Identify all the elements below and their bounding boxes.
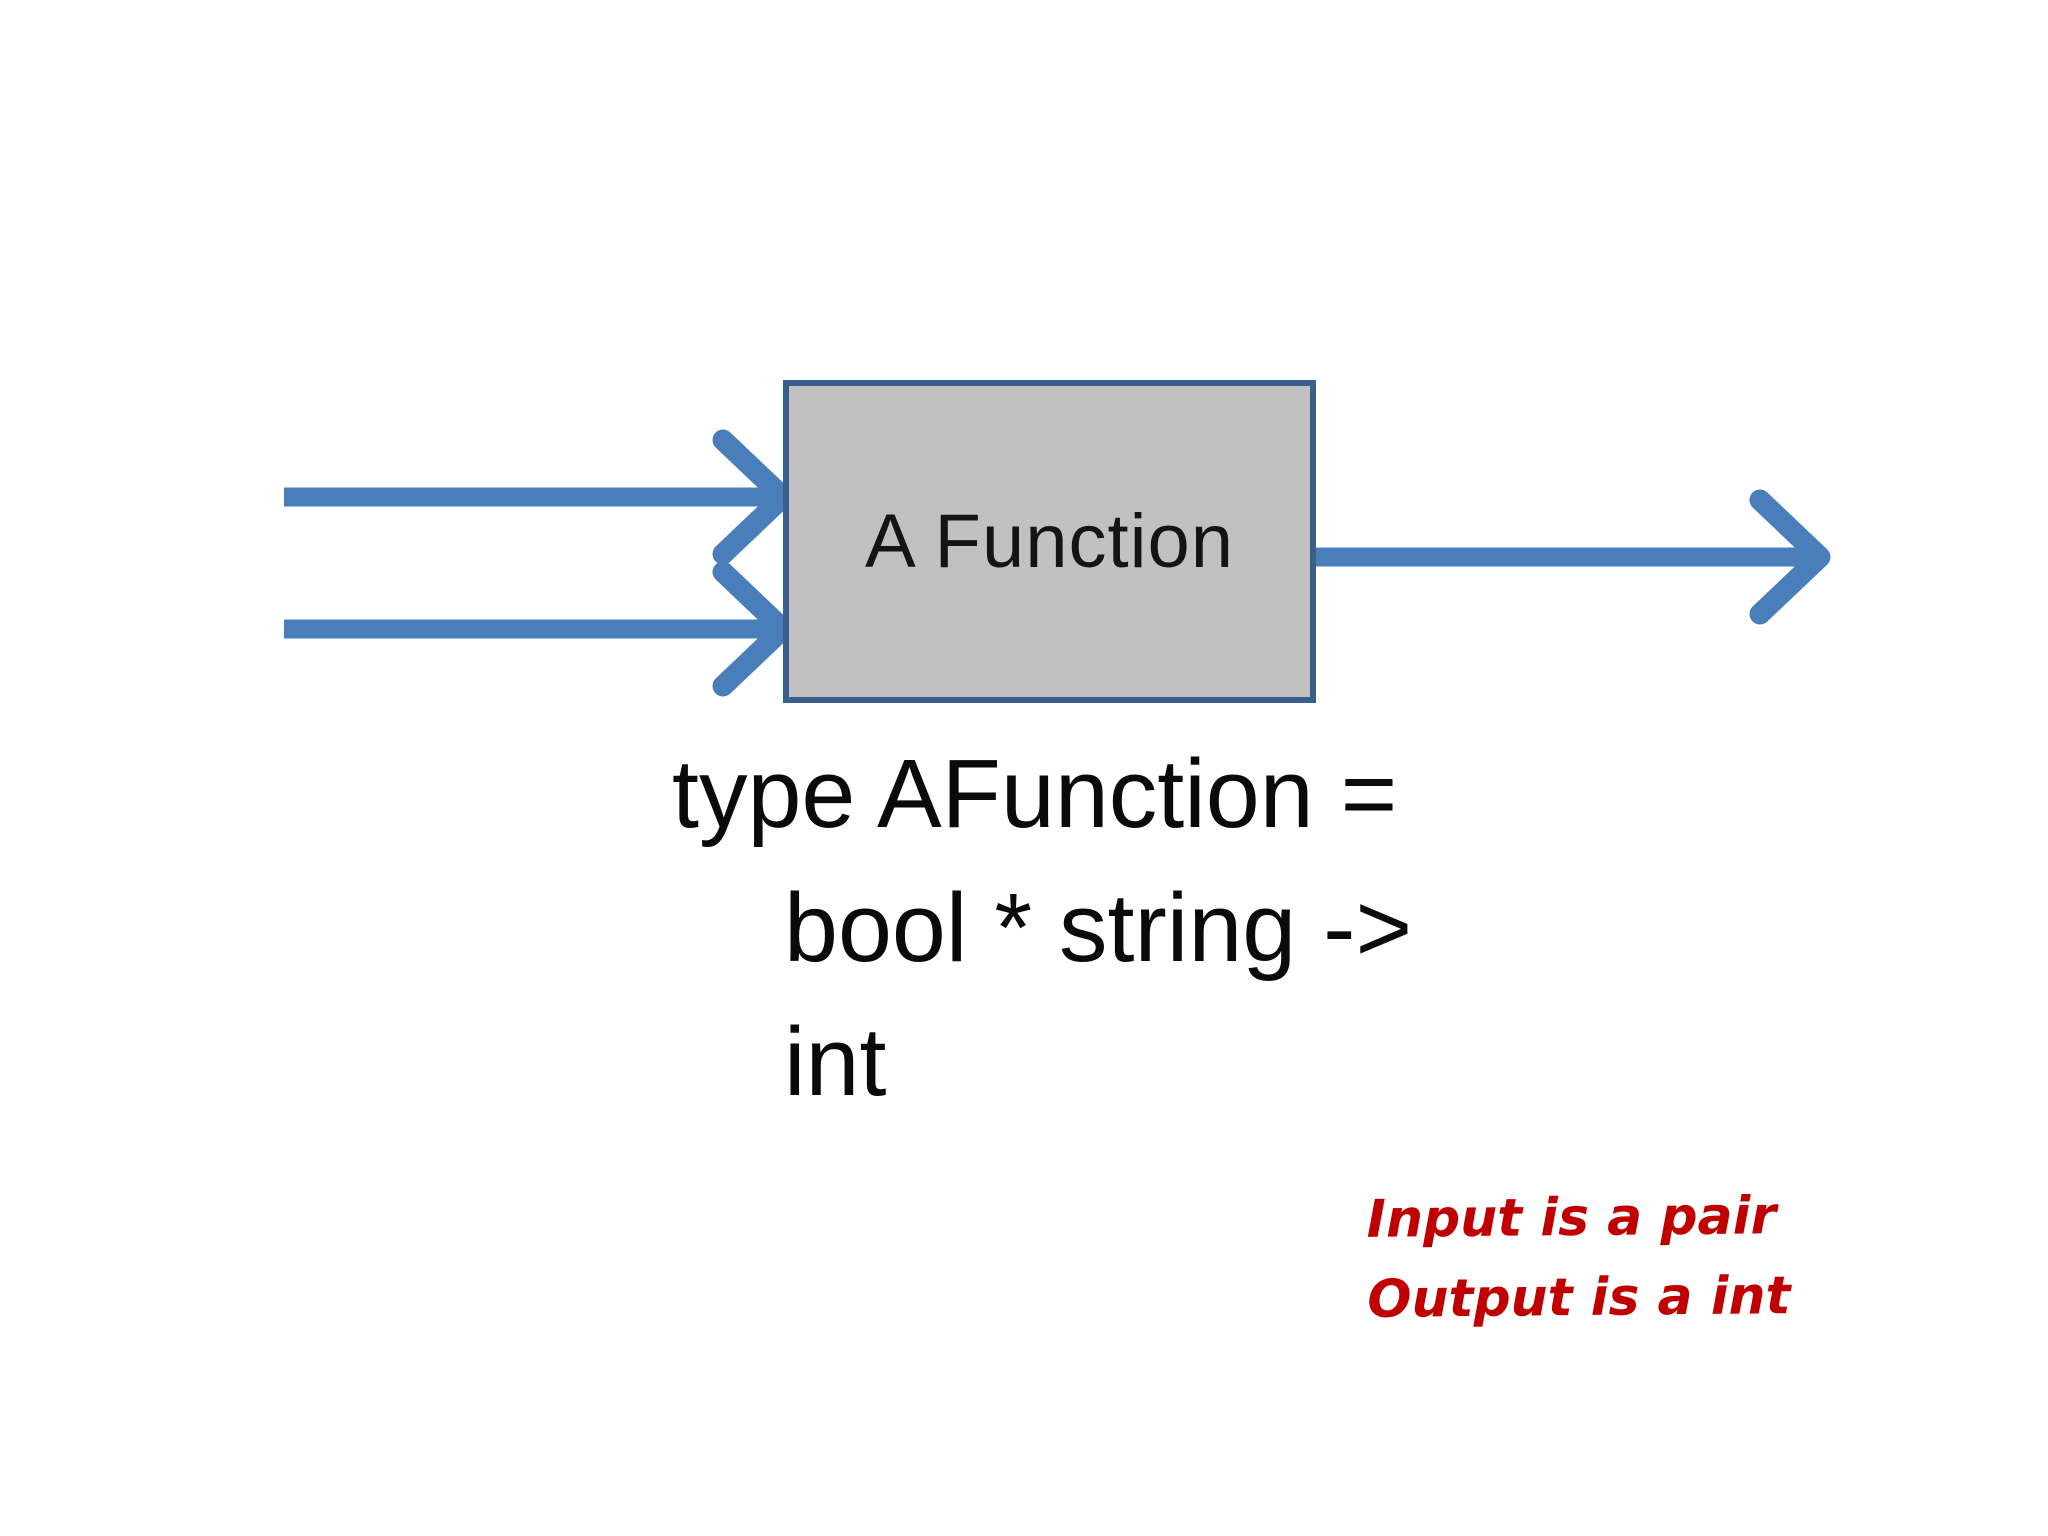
output-arrow-icon	[1312, 489, 1831, 625]
function-box: A Function	[783, 380, 1316, 703]
type-declaration-line-1: type AFunction =	[672, 739, 1398, 848]
function-box-label: A Function	[864, 499, 1235, 584]
handwritten-annotation: Input is a pair Output is a int	[1366, 1176, 1790, 1340]
type-declaration-line-2: bool * string ->	[784, 873, 1413, 982]
input-arrow-1-icon	[284, 429, 794, 565]
annotation-line-2: Output is a int	[1367, 1266, 1791, 1330]
input-arrow-2-icon	[284, 561, 794, 697]
type-declaration-line-3: int	[784, 1007, 887, 1116]
type-declaration: type AFunction = bool * string -> int	[672, 727, 1412, 1129]
annotation-line-1: Input is a pair	[1366, 1186, 1777, 1250]
